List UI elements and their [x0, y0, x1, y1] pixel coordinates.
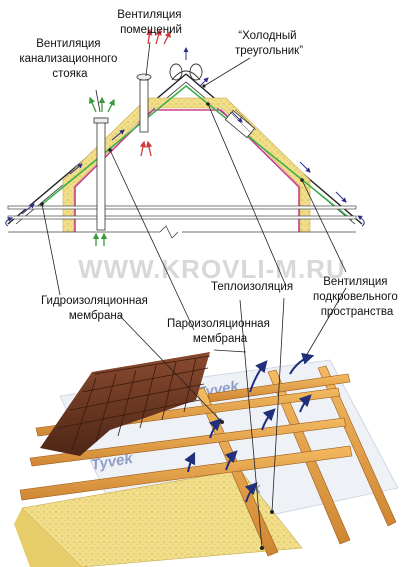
insulation-batts [21, 469, 303, 567]
airflow-arrows-slope [5, 47, 365, 227]
label-vapour-membrane: Пароизоляционная мембрана [167, 318, 273, 345]
leader-dot-section-roofvent [300, 178, 304, 182]
label-cold-triangle: “Холодный треугольник” [235, 30, 303, 57]
leader-dot-insulation [270, 510, 274, 514]
floor-joist [7, 205, 357, 210]
roof-cutaway-3d: Tyvek Tyvek Tyvek [14, 352, 399, 567]
roof-cross-section [5, 28, 365, 246]
leader-dot-section-membrane [40, 202, 44, 206]
label-insulation: Теплоизоляция [211, 281, 293, 293]
sewer-vent-pipe [96, 117, 106, 231]
cold-triangle-vent [224, 109, 257, 139]
label-waterproof-membrane: Гидроизоляционная мембрана [41, 295, 151, 322]
warm-air-arrows [139, 28, 171, 157]
ridge-vent-cap [169, 63, 203, 81]
leader-dot-membrane [220, 420, 224, 424]
leader-dot-section-insulation [206, 102, 210, 106]
airflow-arrows-cutaway [184, 352, 315, 503]
label-vent-sewer: Вентиляция канализационного стояка [19, 38, 120, 80]
watermark: WWW.KROVLI-M.RU [78, 254, 346, 284]
vapour-barrier-line [74, 109, 300, 232]
room-vent-pipe [139, 79, 149, 133]
waterproof-membrane-line [39, 84, 353, 221]
label-vent-rooms: Вентиляция помещений [117, 9, 185, 36]
leader-dot-cold-triangle [202, 84, 206, 88]
leader-dot-section-vapour [108, 148, 112, 152]
label-vent-roof-space: Вентиляция подкровельного пространства [313, 276, 401, 318]
leader-dot-vapour [260, 546, 264, 550]
leader-lines [41, 41, 347, 549]
sewer-exhaust-arrows [89, 96, 115, 246]
